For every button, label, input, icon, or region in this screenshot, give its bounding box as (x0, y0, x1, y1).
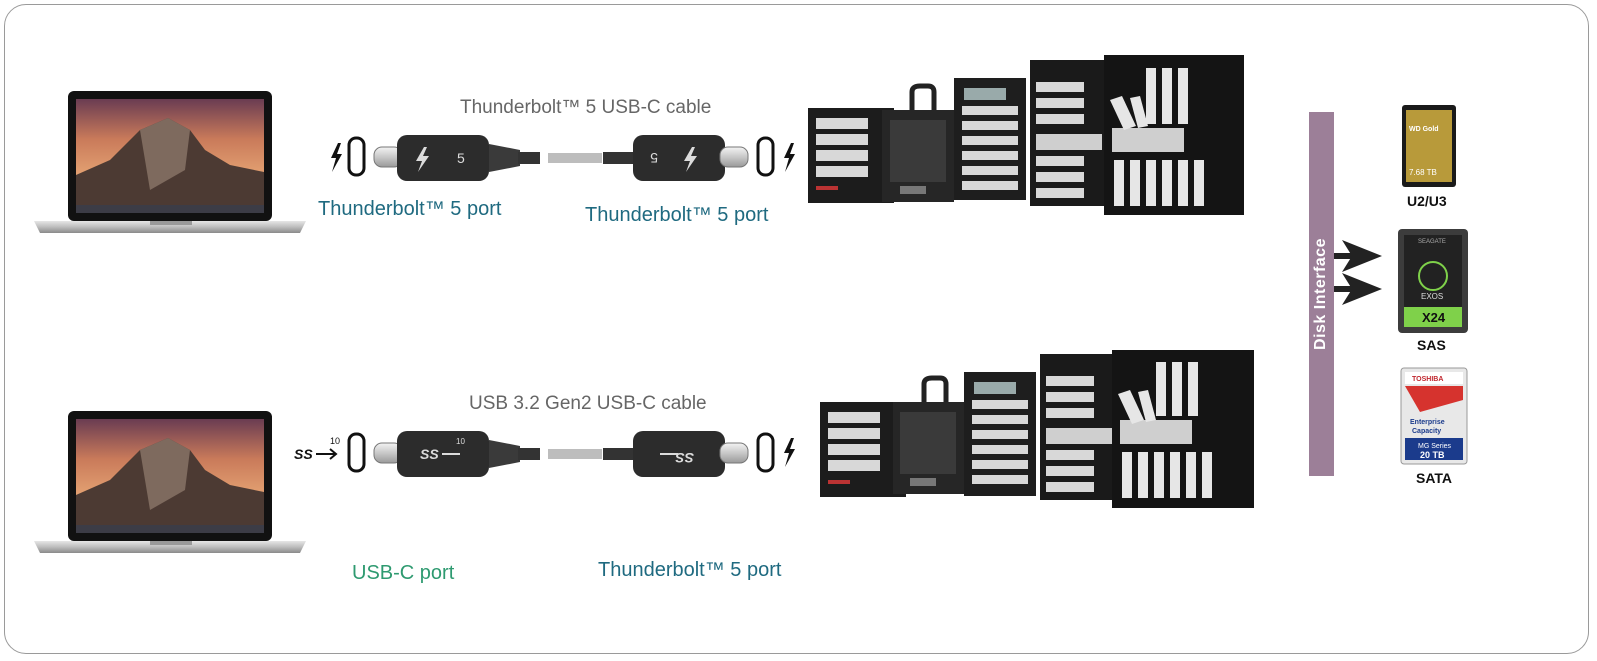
svg-text:Enterprise: Enterprise (1410, 419, 1445, 426)
usb-c-port-icon (347, 136, 366, 177)
svg-text:Capacity: Capacity (1412, 428, 1441, 435)
bottom-host-port-label: USB-C port (352, 562, 455, 584)
bottom-cable-label: USB 3.2 Gen2 USB-C cable (469, 393, 707, 414)
drive-label-u2: U2/U3 (1407, 193, 1447, 209)
svg-text:TOSHIBA: TOSHIBA (1412, 376, 1443, 383)
top-host-port-label: Thunderbolt™ 5 port (318, 198, 502, 220)
sata-drive-icon: TOSHIBA Enterprise Capacity MG Series 20… (1400, 367, 1468, 465)
svg-text:SS: SS (675, 450, 694, 466)
storage-enclosure-icon (820, 350, 1254, 508)
top-device-port-label: Thunderbolt™ 5 port (585, 204, 769, 226)
svg-text:MG Series: MG Series (1418, 443, 1452, 450)
disk-interface-bar (1309, 112, 1334, 476)
bottom-device-port-label: Thunderbolt™ 5 port (598, 559, 782, 581)
thunderbolt-cable-icon: 5 5 (373, 135, 749, 181)
drive-label-sas: SAS (1417, 337, 1446, 353)
thunderbolt-icon (784, 143, 795, 172)
svg-text:SS: SS (420, 446, 439, 462)
u2-drive-icon: WD Gold 7.68 TB (1402, 105, 1456, 187)
disk-interface-label: Disk Interface (1312, 238, 1329, 350)
svg-text:SEAGATE: SEAGATE (1418, 239, 1446, 245)
svg-text:10: 10 (330, 436, 340, 446)
thunderbolt-icon (331, 143, 342, 172)
laptop-icon (34, 411, 306, 553)
diagram-frame (4, 4, 1589, 654)
storage-enclosure-icon (808, 55, 1244, 215)
sas-drive-icon: SEAGATE EXOS X24 (1398, 229, 1468, 333)
svg-text:X24: X24 (1422, 310, 1446, 325)
svg-text:WD Gold: WD Gold (1409, 126, 1439, 133)
thunderbolt-icon (784, 438, 795, 467)
svg-text:5: 5 (457, 150, 465, 166)
svg-text:10: 10 (456, 437, 465, 446)
usb-ss10-icon: SS 10 (294, 436, 340, 462)
top-cable-label: Thunderbolt™ 5 USB-C cable (460, 97, 712, 118)
laptop-icon (34, 91, 306, 233)
arrow-icon (1320, 240, 1382, 305)
svg-text:EXOS: EXOS (1421, 292, 1443, 301)
usb-c-port-icon (756, 432, 775, 473)
svg-text:20 TB: 20 TB (1420, 450, 1445, 460)
drive-label-sata: SATA (1416, 470, 1453, 486)
usb-c-port-icon (756, 136, 775, 177)
svg-text:7.68 TB: 7.68 TB (1409, 168, 1437, 177)
svg-text:SS: SS (294, 446, 313, 462)
usb-cable-icon: SS 10 SS (373, 431, 749, 477)
svg-text:5: 5 (650, 150, 658, 166)
usb-c-port-icon (347, 432, 366, 473)
